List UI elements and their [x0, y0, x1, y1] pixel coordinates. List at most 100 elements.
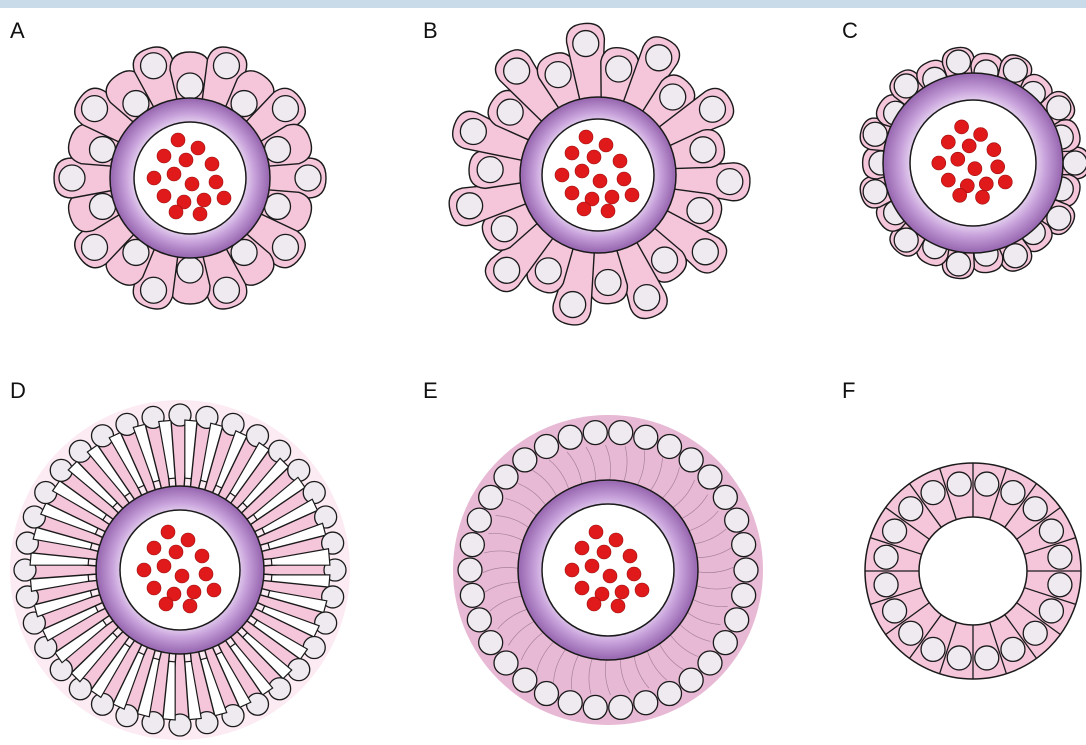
- blood-cell: [565, 563, 579, 577]
- blood-cell: [205, 157, 219, 171]
- blood-cell: [962, 139, 976, 153]
- blood-cell: [209, 175, 223, 189]
- blood-cell: [625, 188, 639, 202]
- blood-cell: [175, 569, 189, 583]
- nucleus: [534, 682, 558, 706]
- blood-cell: [968, 162, 982, 176]
- nucleus: [315, 612, 337, 634]
- nucleus: [177, 257, 203, 283]
- blood-cell: [941, 135, 955, 149]
- blood-cell: [623, 549, 637, 563]
- blood-cell: [605, 190, 619, 204]
- nucleus: [658, 434, 682, 458]
- blood-cell: [169, 205, 183, 219]
- blood-cell: [597, 545, 611, 559]
- nucleus: [1003, 244, 1027, 268]
- nucleus: [303, 482, 325, 504]
- blood-cell: [565, 186, 579, 200]
- lumen: [919, 517, 1027, 625]
- nucleus: [535, 258, 561, 284]
- nucleus: [732, 533, 756, 557]
- nucleus: [247, 425, 269, 447]
- nucleus: [698, 465, 722, 489]
- nucleus: [863, 180, 887, 204]
- blood-cell: [979, 177, 993, 191]
- nucleus: [646, 45, 672, 71]
- nucleus: [92, 425, 114, 447]
- blood-cell: [635, 583, 649, 597]
- nucleus: [247, 693, 269, 715]
- nucleus: [92, 693, 114, 715]
- nucleus: [213, 53, 239, 79]
- blood-cell: [599, 138, 613, 152]
- blood-cell: [217, 191, 231, 205]
- blood-cell: [627, 567, 641, 581]
- blood-cell: [991, 160, 1005, 174]
- nucleus: [116, 705, 138, 727]
- blood-cell: [565, 146, 579, 160]
- nucleus: [467, 508, 491, 532]
- nucleus: [1039, 519, 1063, 543]
- nucleus: [699, 96, 725, 122]
- nucleus: [460, 533, 484, 557]
- blood-cell: [169, 545, 183, 559]
- nucleus: [35, 637, 57, 659]
- blood-cell: [147, 171, 161, 185]
- blood-cell: [159, 597, 173, 611]
- panel-f-tube: [865, 463, 1081, 679]
- nucleus: [545, 62, 571, 88]
- nucleus: [558, 691, 582, 715]
- nucleus: [1048, 545, 1072, 569]
- blood-cell: [609, 533, 623, 547]
- nucleus: [59, 165, 85, 191]
- panel-c-tube: [860, 47, 1086, 278]
- blood-cell: [953, 188, 967, 202]
- blood-cell: [137, 563, 151, 577]
- nucleus: [606, 56, 632, 82]
- nucleus: [883, 519, 907, 543]
- nucleus: [513, 448, 537, 472]
- blood-cell: [167, 167, 181, 181]
- nucleus: [1023, 497, 1047, 521]
- nucleus: [1048, 573, 1072, 597]
- nucleus: [35, 482, 57, 504]
- nucleus: [975, 472, 999, 496]
- nucleus: [82, 234, 108, 260]
- nucleus: [634, 425, 658, 449]
- blood-cell: [932, 156, 946, 170]
- nucleus: [921, 637, 945, 661]
- blood-cell: [579, 130, 593, 144]
- nucleus: [863, 122, 887, 146]
- blood-cell: [195, 549, 209, 563]
- nucleus: [658, 682, 682, 706]
- blood-cell: [207, 583, 221, 597]
- nucleus: [687, 198, 713, 224]
- nucleus: [141, 53, 167, 79]
- nucleus: [494, 257, 520, 283]
- nucleus: [692, 239, 718, 265]
- nucleus: [975, 646, 999, 670]
- nucleus: [560, 292, 586, 318]
- nucleus: [660, 84, 686, 110]
- nucleus: [82, 96, 108, 122]
- nucleus: [558, 425, 582, 449]
- blood-cell: [587, 597, 601, 611]
- nucleus: [494, 465, 518, 489]
- panel-d-tube: [10, 400, 350, 740]
- blood-cell: [593, 174, 607, 188]
- nucleus: [679, 448, 703, 472]
- nucleus: [609, 421, 633, 445]
- blood-cell: [555, 168, 569, 182]
- blood-cell: [185, 177, 199, 191]
- nucleus: [303, 637, 325, 659]
- nucleus: [725, 508, 749, 532]
- blood-cell: [161, 525, 175, 539]
- nucleus: [947, 646, 971, 670]
- nucleus: [477, 157, 503, 183]
- nucleus: [679, 668, 703, 692]
- nucleus: [1039, 599, 1063, 623]
- nucleus: [732, 583, 756, 607]
- nucleus: [883, 599, 907, 623]
- nucleus: [272, 96, 298, 122]
- nucleus: [713, 631, 737, 655]
